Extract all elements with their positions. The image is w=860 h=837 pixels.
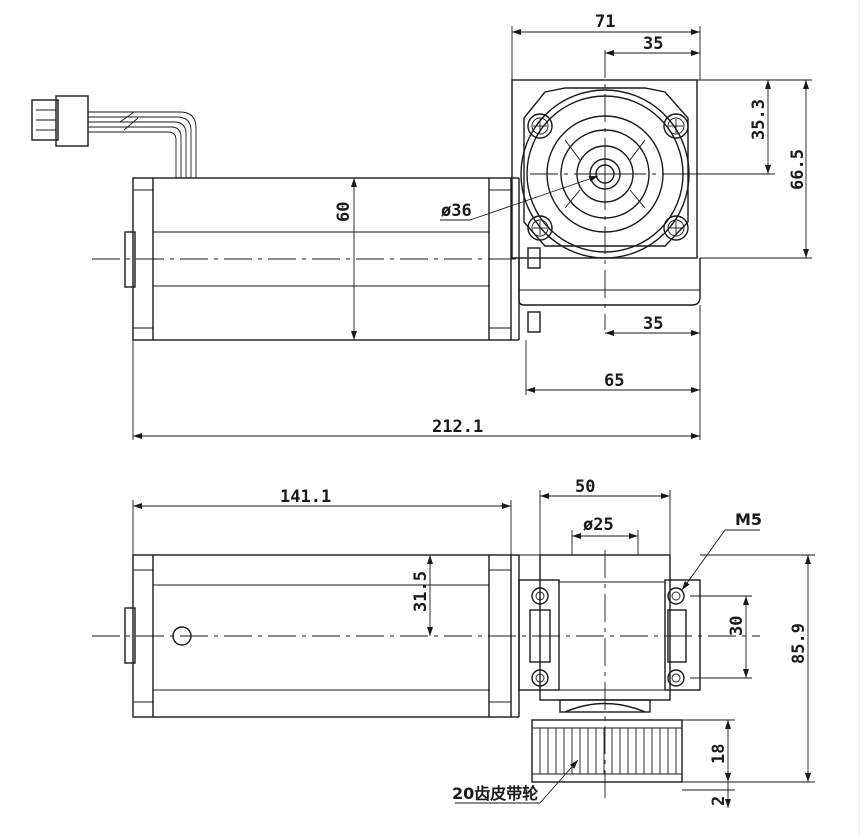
svg-text:66.5: 66.5 — [788, 149, 808, 190]
dimension-bore: ø36 — [440, 175, 599, 221]
svg-text:35: 35 — [643, 34, 663, 54]
dimension-30: 30 — [690, 595, 752, 679]
svg-text:M5: M5 — [735, 510, 762, 529]
gearbox-side — [518, 554, 701, 713]
mount-screw — [527, 215, 553, 241]
svg-text:60: 60 — [334, 202, 354, 222]
gearbox-flange — [511, 79, 701, 333]
mount-screw — [527, 113, 553, 139]
svg-text:20齿皮带轮: 20齿皮带轮 — [452, 784, 538, 803]
svg-text:31.5: 31.5 — [411, 571, 431, 612]
mount-screw — [663, 113, 689, 139]
dimension-2: 2 — [682, 782, 735, 808]
svg-text:ø36: ø36 — [441, 201, 472, 221]
dimension-35-lower: 35 — [605, 305, 701, 340]
mount-screw — [663, 215, 689, 241]
svg-text:85.9: 85.9 — [789, 623, 809, 664]
dimension-65: 65 — [525, 340, 701, 440]
bottom-view: 141.1 50 ø25 M5 31.5 30 — [92, 477, 815, 808]
wire-connector — [31, 95, 89, 147]
wire-harness — [88, 111, 197, 178]
svg-text:65: 65 — [604, 371, 624, 391]
label-pulley: 20齿皮带轮 — [452, 759, 579, 804]
dimension-66-5: 66.5 — [700, 80, 812, 259]
svg-text:35: 35 — [643, 314, 663, 334]
dimension-85-9: 85.9 — [682, 554, 815, 783]
top-view: 71 35 35.3 66.5 60 ø36 35 — [31, 12, 812, 440]
dimension-212-1: 212.1 — [132, 340, 700, 440]
svg-text:50: 50 — [575, 477, 595, 497]
belt-pulley — [531, 719, 683, 783]
svg-text:ø25: ø25 — [583, 515, 614, 535]
dimension-141-1: 141.1 — [132, 487, 512, 555]
dimension-60: 60 — [334, 178, 357, 340]
label-m5: M5 — [681, 510, 762, 591]
dimension-35-upper: 35 — [605, 34, 700, 56]
dimension-35-3: 35.3 — [690, 79, 812, 175]
dimension-18: 18 — [682, 719, 735, 782]
dimension-71: 71 — [511, 12, 701, 80]
dimension-50: 50 — [539, 477, 671, 555]
svg-text:30: 30 — [727, 616, 747, 636]
svg-text:141.1: 141.1 — [280, 487, 331, 507]
svg-text:35.3: 35.3 — [749, 99, 769, 140]
svg-text:71: 71 — [595, 12, 615, 32]
dimension-pulley-dia: ø25 — [571, 515, 639, 555]
dimension-31-5: 31.5 — [411, 554, 540, 636]
svg-text:2: 2 — [709, 796, 729, 806]
svg-text:212.1: 212.1 — [432, 417, 483, 437]
svg-text:18: 18 — [709, 744, 729, 764]
